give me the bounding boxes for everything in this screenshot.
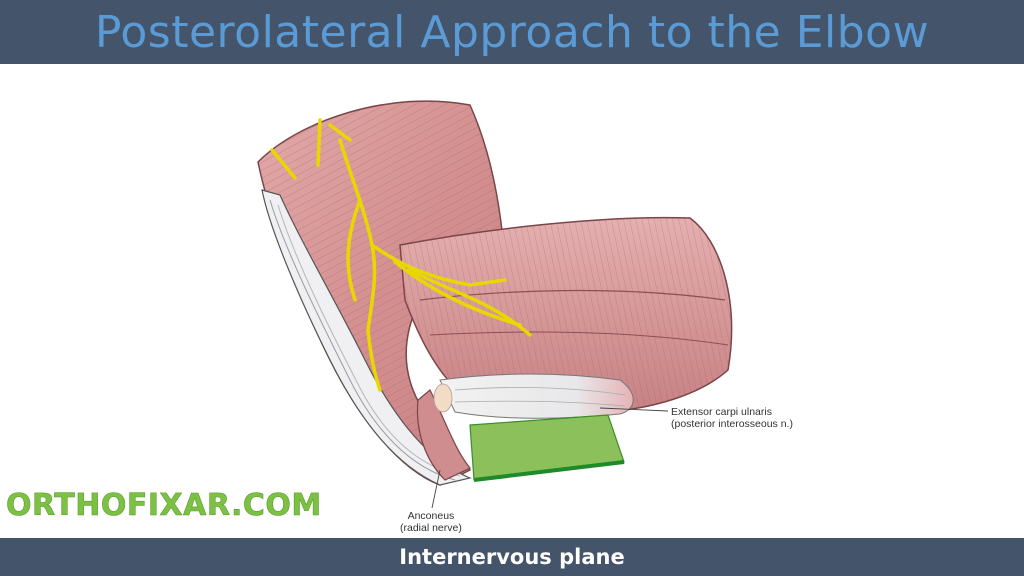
title-bar: Posterolateral Approach to the Elbow — [0, 0, 1024, 64]
lateral-epicondyle — [433, 383, 453, 413]
radial-nerve-branches — [270, 118, 532, 392]
label-anconeus: Anconeus (radial nerve) — [400, 510, 462, 534]
footer-caption: Internervous plane — [399, 545, 625, 569]
anconeus-leader-line — [431, 469, 441, 509]
label-ecu-nerve: (posterior interosseous n.) — [671, 418, 793, 430]
ecu-tendon — [439, 373, 634, 419]
watermark-logo: ORTHOFIXAR.COM — [6, 488, 322, 524]
ulna-border-strip — [261, 189, 472, 486]
label-ecu-name: Extensor carpi ulnaris — [671, 406, 772, 418]
anconeus-muscle — [416, 389, 471, 481]
forearm-extensor-muscles — [399, 216, 733, 413]
label-anconeus-name: Anconeus — [407, 510, 455, 522]
ecu-leader-line — [599, 407, 669, 412]
label-extensor-carpi-ulnaris: Extensor carpi ulnaris (posterior intero… — [671, 406, 793, 430]
label-anconeus-nerve: (radial nerve) — [400, 522, 462, 534]
footer-bar: Internervous plane — [0, 538, 1024, 576]
elbow-anatomy-illustration — [257, 100, 733, 509]
page-title: Posterolateral Approach to the Elbow — [94, 6, 930, 58]
